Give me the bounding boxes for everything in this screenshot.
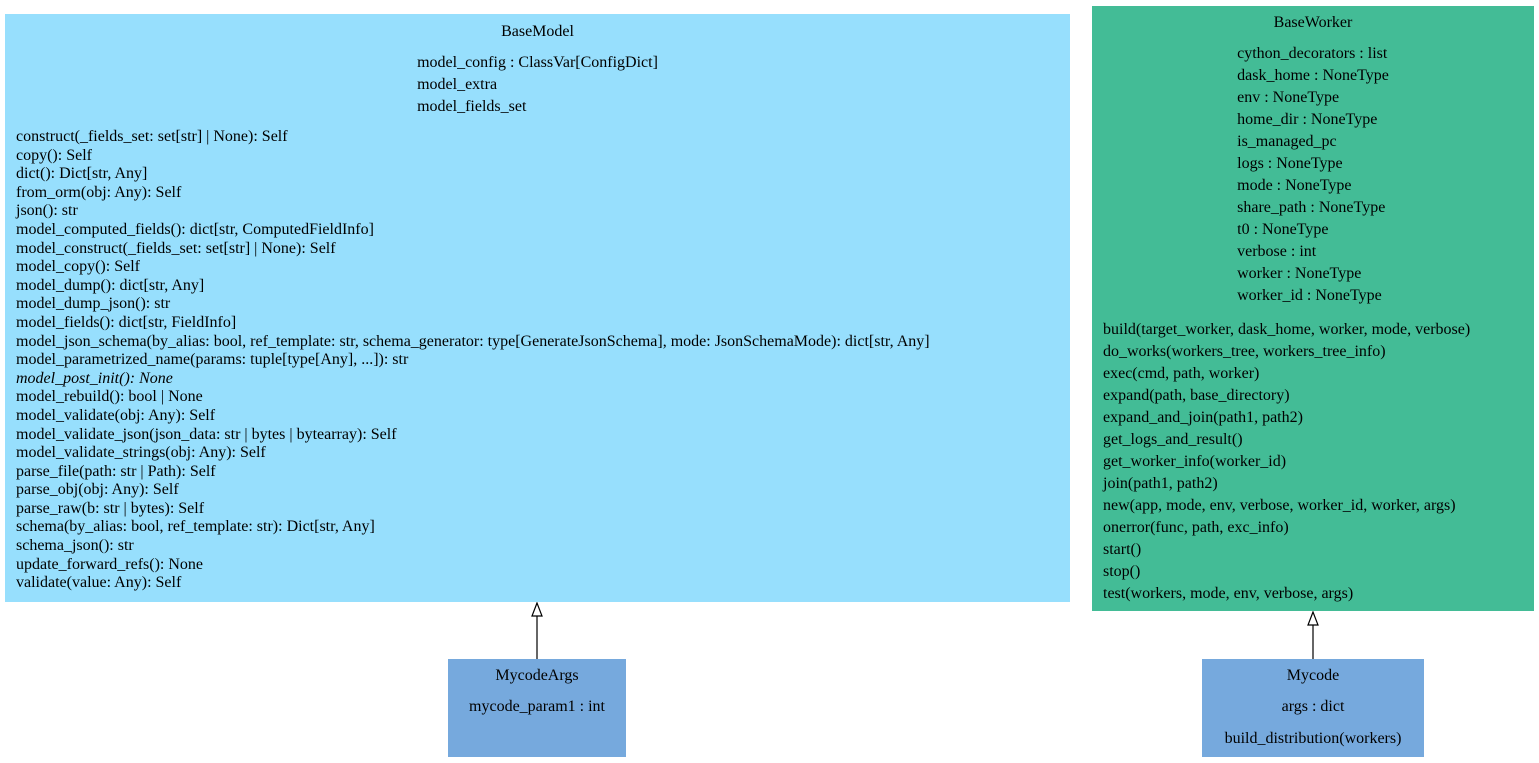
inheritance-arrowhead	[531, 601, 543, 617]
attribute: verbose : int	[1237, 243, 1317, 260]
attribute: worker : NoneType	[1237, 265, 1362, 282]
attribute: t0 : NoneType	[1237, 221, 1329, 238]
method: copy(): Self	[16, 146, 92, 164]
method: start()	[1103, 541, 1142, 558]
method: onerror(func, path, exc_info)	[1103, 519, 1289, 536]
method: model_dump_json(): str	[16, 295, 171, 313]
method: validate(value: Any): Self	[16, 574, 182, 592]
class-mycode: Mycode args : dict build_distribution(wo…	[1202, 659, 1424, 757]
attribute: home_dir : NoneType	[1237, 111, 1378, 128]
method: expand(path, base_directory)	[1103, 387, 1290, 404]
method: model_parametrized_name(params: tuple[ty…	[16, 351, 409, 369]
attribute: env : NoneType	[1237, 89, 1340, 106]
class-mycodeargs: MycodeArgs mycode_param1 : int	[448, 659, 626, 757]
attribute: args : dict	[1281, 698, 1345, 715]
class-attributes: cython_decorators : list dask_home : Non…	[1237, 43, 1389, 307]
method: dict(): Dict[str, Any]	[16, 165, 148, 183]
attribute: model_config : ClassVar[ConfigDict]	[417, 54, 658, 71]
attribute: mycode_param1 : int	[469, 698, 605, 715]
method: model_construct(_fields_set: set[str] | …	[16, 239, 336, 257]
method: parse_obj(obj: Any): Self	[16, 481, 179, 499]
method-abstract: model_post_init(): None	[16, 369, 173, 387]
attribute: mode : NoneType	[1237, 177, 1352, 194]
method: update_forward_refs(): None	[16, 555, 204, 573]
class-title: BaseModel	[501, 23, 574, 40]
method: model_computed_fields(): dict[str, Compu…	[16, 220, 374, 238]
method: model_validate_json(json_data: str | byt…	[16, 425, 397, 443]
method: do_works(workers_tree, workers_tree_info…	[1103, 343, 1386, 360]
method: test(workers, mode, env, verbose, args)	[1103, 585, 1354, 602]
method: new(app, mode, env, verbose, worker_id, …	[1103, 497, 1456, 514]
class-methods: build_distribution(workers)	[1202, 728, 1424, 750]
method: stop()	[1103, 563, 1141, 580]
attribute: logs : NoneType	[1237, 155, 1343, 172]
attribute: dask_home : NoneType	[1237, 67, 1389, 84]
method: from_orm(obj: Any): Self	[16, 183, 182, 201]
method: join(path1, path2)	[1103, 475, 1218, 492]
attribute: share_path : NoneType	[1237, 199, 1386, 216]
edge-mycodeargs-to-basemodel	[531, 601, 543, 659]
class-methods: construct(_fields_set: set[str] | None):…	[16, 128, 1070, 593]
class-attributes: args : dict	[1282, 696, 1345, 718]
method: model_validate(obj: Any): Self	[16, 406, 216, 424]
method: parse_file(path: str | Path): Self	[16, 462, 216, 480]
class-attributes: model_config : ClassVar[ConfigDict] mode…	[417, 52, 658, 118]
method: json(): str	[16, 202, 78, 220]
attribute: model_fields_set	[417, 98, 527, 115]
method: construct(_fields_set: set[str] | None):…	[16, 128, 288, 145]
attribute: cython_decorators : list	[1237, 45, 1388, 62]
method: model_rebuild(): bool | None	[16, 388, 203, 406]
edge-mycode-to-baseworker	[1307, 610, 1319, 659]
method: build(target_worker, dask_home, worker, …	[1103, 321, 1471, 338]
method: model_fields(): dict[str, FieldInfo]	[16, 313, 237, 331]
method: parse_raw(b: str | bytes): Self	[16, 499, 205, 517]
attribute: is_managed_pc	[1237, 133, 1337, 150]
method: model_validate_strings(obj: Any): Self	[16, 444, 266, 462]
class-baseworker: BaseWorker cython_decorators : list dask…	[1092, 6, 1534, 611]
class-title: MycodeArgs	[495, 667, 579, 684]
attribute: model_extra	[417, 76, 498, 93]
class-title: BaseWorker	[1273, 14, 1353, 31]
class-attributes: mycode_param1 : int	[469, 696, 605, 718]
class-methods: build(target_worker, dask_home, worker, …	[1103, 319, 1534, 605]
method: model_json_schema(by_alias: bool, ref_te…	[16, 332, 930, 350]
inheritance-arrowhead	[1307, 610, 1319, 626]
method: exec(cmd, path, worker)	[1103, 365, 1260, 382]
method: schema_json(): str	[16, 537, 134, 555]
class-title: Mycode	[1286, 667, 1340, 684]
method: model_copy(): Self	[16, 258, 140, 276]
method: get_worker_info(worker_id)	[1103, 453, 1287, 470]
method: get_logs_and_result()	[1103, 431, 1243, 448]
method: schema(by_alias: bool, ref_template: str…	[16, 518, 375, 536]
class-basemodel: BaseModel model_config : ClassVar[Config…	[5, 14, 1070, 602]
method: expand_and_join(path1, path2)	[1103, 409, 1303, 426]
attribute: worker_id : NoneType	[1237, 287, 1382, 304]
method: model_dump(): dict[str, Any]	[16, 276, 205, 294]
method: build_distribution(workers)	[1224, 730, 1402, 747]
